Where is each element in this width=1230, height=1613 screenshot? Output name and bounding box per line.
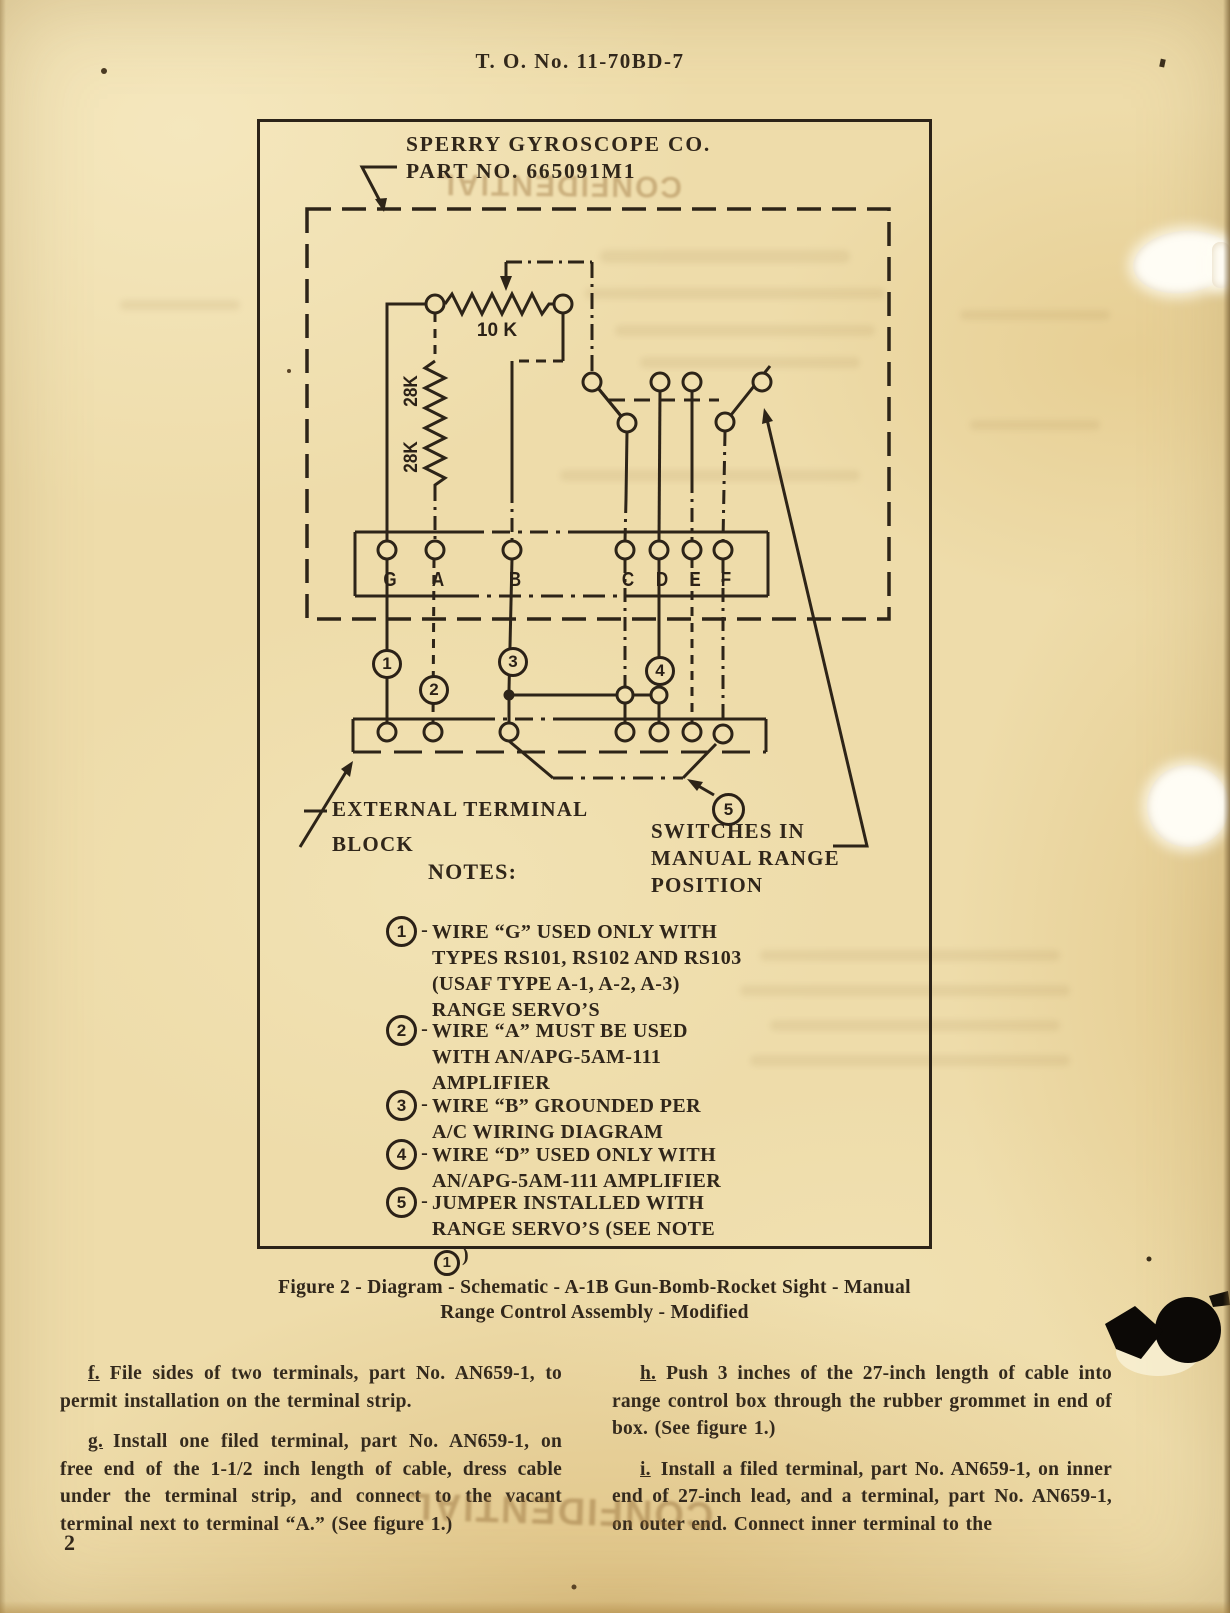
- paragraph-g: g.Install one filed terminal, part No. A…: [60, 1431, 562, 1535]
- paragraph-i: i.Install a filed terminal, part No. AN6…: [612, 1458, 1112, 1535]
- terminal-label-c: C: [621, 569, 635, 591]
- note-text: WIRE “A” MUST BE USED WITH AN/APG-5AM-11…: [432, 1020, 688, 1094]
- callout-3: 3: [498, 647, 528, 677]
- wiper-arrowhead: [500, 276, 512, 291]
- part-number: PART NO. 665091M1: [406, 159, 637, 183]
- resistor-28k: [421, 313, 449, 724]
- figure-box: SPERRY GYROSCOPE CO. PART NO. 665091M1 1…: [257, 119, 932, 1276]
- ink-blob-spur: [1105, 1306, 1163, 1359]
- partno-leader-line: [359, 165, 397, 206]
- jumper-wire: [508, 739, 718, 780]
- body-column-left: f.File sides of two terminals, part No. …: [60, 1360, 562, 1551]
- speck: [571, 1584, 577, 1590]
- external-terminal-block: [351, 717, 768, 754]
- note-number-circle: 3: [386, 1090, 417, 1121]
- switches-label: SWITCHES IN: [651, 819, 805, 843]
- strip-terminal-circles: [376, 539, 734, 561]
- terminal-label-a: A: [431, 569, 445, 591]
- figure-caption: Range Control Assembly - Modified: [440, 1302, 749, 1323]
- external-terminal-circles: [376, 721, 734, 745]
- component-circles: [424, 293, 773, 434]
- page-title: T. O. No. 11-70BD-7: [475, 49, 685, 73]
- note-item-5: 5 - JUMPER INSTALLED WITH RANGE SERVO’S …: [386, 1187, 742, 1276]
- terminal-strip: [353, 530, 770, 598]
- note-text: WIRE “G” USED ONLY WITH TYPES RS101, RS1…: [432, 921, 742, 1021]
- switches-leader: [764, 414, 869, 848]
- callout-4: 4: [645, 656, 675, 686]
- resistor-value-label: 28K: [401, 441, 422, 473]
- external-block-label: BLOCK: [332, 832, 414, 856]
- callout5-arrowhead: [687, 779, 703, 791]
- maker-name: SPERRY GYROSCOPE CO.: [406, 132, 712, 156]
- external-block-label: EXTERNAL TERMINAL: [332, 797, 589, 821]
- schematic-linework: [298, 165, 891, 848]
- punch-hole-bottom: [1147, 765, 1229, 847]
- bleedthrough-smudge: [970, 420, 1100, 430]
- figure-caption: Figure 2 - Diagram - Schematic - A-1B Gu…: [278, 1277, 911, 1298]
- terminal-label-g: G: [383, 569, 397, 591]
- paragraph-f: f.File sides of two terminals, part No. …: [60, 1363, 562, 1412]
- page-edge-bottom: [0, 1601, 1230, 1613]
- speck: [101, 68, 107, 74]
- note-number-circle: 5: [386, 1187, 417, 1218]
- note-item-2: 2 - WIRE “A” MUST BE USED WITH AN/APG-5A…: [386, 1015, 742, 1096]
- callout-5: 5: [712, 793, 745, 826]
- notes-title: NOTES:: [428, 859, 518, 884]
- callout-2: 2: [419, 675, 449, 705]
- body-column-right: h.Push 3 inches of the 27-inch length of…: [612, 1360, 1112, 1551]
- junction-circle-c: [615, 685, 635, 705]
- terminal-label-e: E: [689, 569, 701, 591]
- page-number: 2: [64, 1530, 75, 1555]
- switches-label: MANUAL RANGE: [651, 846, 840, 870]
- potentiometer-10k: [443, 260, 594, 373]
- note-text: WIRE “D” USED ONLY WITH AN/APG-5AM-111 A…: [432, 1144, 722, 1192]
- switches-arrowhead: [762, 408, 773, 424]
- bleedthrough-smudge: [120, 300, 240, 310]
- note-number-circle: 4: [386, 1139, 417, 1170]
- junction-dot: [503, 689, 515, 701]
- enclosure-dashed-outline: [305, 207, 891, 621]
- external-block-arrow-line: [298, 766, 351, 848]
- page-edge-right: [1223, 0, 1230, 1613]
- note-item-4: 4 - WIRE “D” USED ONLY WITH AN/APG-5AM-1…: [386, 1139, 742, 1194]
- terminal-label-b: B: [508, 569, 522, 591]
- speck: [1159, 58, 1166, 68]
- note-text: JUMPER INSTALLED WITH RANGE SERVO’S (SEE…: [432, 1190, 742, 1276]
- switches-label: POSITION: [651, 873, 764, 897]
- note-number-circle: 1: [386, 916, 417, 947]
- pot-value-label: 10 K: [476, 320, 518, 341]
- junction-circle-d: [649, 685, 669, 705]
- resistor-value-label: 28K: [401, 375, 422, 407]
- paragraph-h: h.Push 3 inches of the 27-inch length of…: [612, 1363, 1112, 1439]
- note-text: WIRE “B” GROUNDED PER A/C WIRING DIAGRAM: [432, 1095, 701, 1143]
- terminal-label-d: D: [655, 569, 669, 591]
- external-block-arrowhead: [341, 761, 353, 777]
- page-edge-left: [0, 0, 6, 1613]
- partno-arrowhead: [375, 198, 387, 212]
- note-ref-circle: 1: [434, 1250, 460, 1276]
- note-number-circle: 2: [386, 1015, 417, 1046]
- ink-blob: [1155, 1297, 1221, 1363]
- callout-1: 1: [372, 649, 402, 679]
- wire-d: [657, 390, 662, 542]
- terminal-label-f: F: [720, 569, 732, 591]
- wire-g: [385, 302, 426, 723]
- note-item-3: 3 - WIRE “B” GROUNDED PER A/C WIRING DIA…: [386, 1090, 742, 1145]
- note-item-1: 1 - WIRE “G” USED ONLY WITH TYPES RS101,…: [386, 916, 742, 1023]
- bleedthrough-smudge: [960, 310, 1110, 320]
